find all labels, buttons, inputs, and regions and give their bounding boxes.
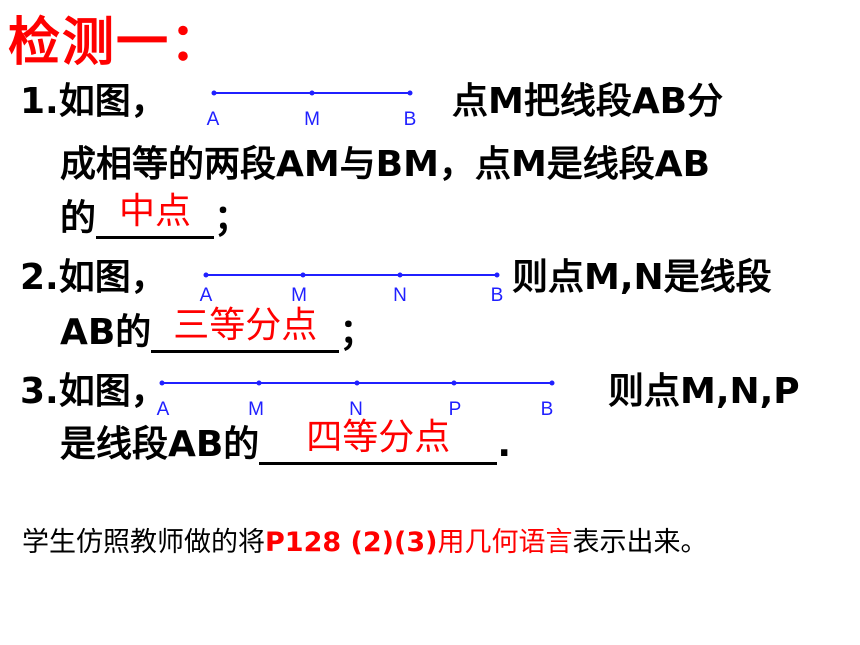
q2-line2: AB的三等分点 ； <box>60 306 376 353</box>
q1-suffix: 点M把线段AB分 <box>452 81 724 122</box>
q2-suffix: 则点M,N是线段 <box>512 257 772 298</box>
q2-point-b <box>494 272 500 278</box>
q2-line2-suffix: ； <box>339 312 376 353</box>
q3-line2-suffix: . <box>497 424 511 465</box>
q1-label-m: M <box>304 109 320 130</box>
q3-answer-blank: 四等分点 <box>259 418 498 465</box>
q2-segment-diagram: A M N B <box>200 272 504 306</box>
instruction-part1: 学生仿照教师做的将 <box>22 527 265 558</box>
q1-line3-suffix: ； <box>214 198 251 239</box>
q1-answer-blank: 中点 <box>96 192 215 239</box>
q3-line2-prefix: 是线段AB的 <box>60 424 260 465</box>
instruction-text: 学生仿照教师做的将P128 (2)(3)用几何语言表示出来。 <box>22 520 707 559</box>
q2-label-m: M <box>291 285 307 306</box>
q1-segment-diagram: A M B <box>207 90 417 130</box>
q2-point-m <box>300 272 306 278</box>
q3-label-p: P <box>449 399 462 420</box>
q2-prefix: 2.如图， <box>20 257 167 298</box>
q2-point-n <box>397 272 403 278</box>
q3-suffix: 则点M,N,P <box>608 371 800 412</box>
q3-point-n <box>354 380 360 386</box>
q3-segment-diagram: A M N P B <box>157 380 555 420</box>
q3-point-a <box>159 380 165 386</box>
q1-label-a: A <box>207 109 220 130</box>
q1-line3: 的中点 ； <box>60 192 251 239</box>
q3-prefix: 3.如图， <box>20 371 167 412</box>
q3-line2: 是线段AB的 四等分点. <box>60 418 511 465</box>
q1-point-m <box>309 90 315 96</box>
q3-point-p <box>451 380 457 386</box>
instruction-part4: 表示出来。 <box>572 527 708 558</box>
q3-point-b <box>549 380 555 386</box>
q2-label-a: A <box>200 285 213 306</box>
q3-answer: 四等分点 <box>306 417 451 458</box>
q2-label-b: B <box>491 285 504 306</box>
q1-line3-prefix: 的 <box>60 198 97 239</box>
q3-label-a: A <box>157 399 170 420</box>
q1-answer: 中点 <box>119 191 192 232</box>
q3-point-m <box>256 380 262 386</box>
instruction-part3: 用几何语言 <box>437 527 573 558</box>
q1-prefix: 1.如图， <box>20 81 167 122</box>
q1-point-a <box>211 90 217 96</box>
q3-label-b: B <box>541 399 554 420</box>
q2-line2-prefix: AB的 <box>60 312 152 353</box>
q2-label-n: N <box>393 285 407 306</box>
slide-title: 检测一： <box>8 13 225 73</box>
q3-label-n: N <box>349 399 363 420</box>
q1-line2: 成相等的两段AM与BM，点M是线段AB <box>60 144 711 185</box>
q2-answer-blank: 三等分点 <box>151 306 340 353</box>
q1-point-b <box>407 90 413 96</box>
instruction-part2: P128 (2)(3) <box>265 527 438 558</box>
q3-label-m: M <box>248 399 264 420</box>
q2-answer: 三等分点 <box>173 305 318 346</box>
q1-label-b: B <box>404 109 417 130</box>
q2-point-a <box>203 272 209 278</box>
